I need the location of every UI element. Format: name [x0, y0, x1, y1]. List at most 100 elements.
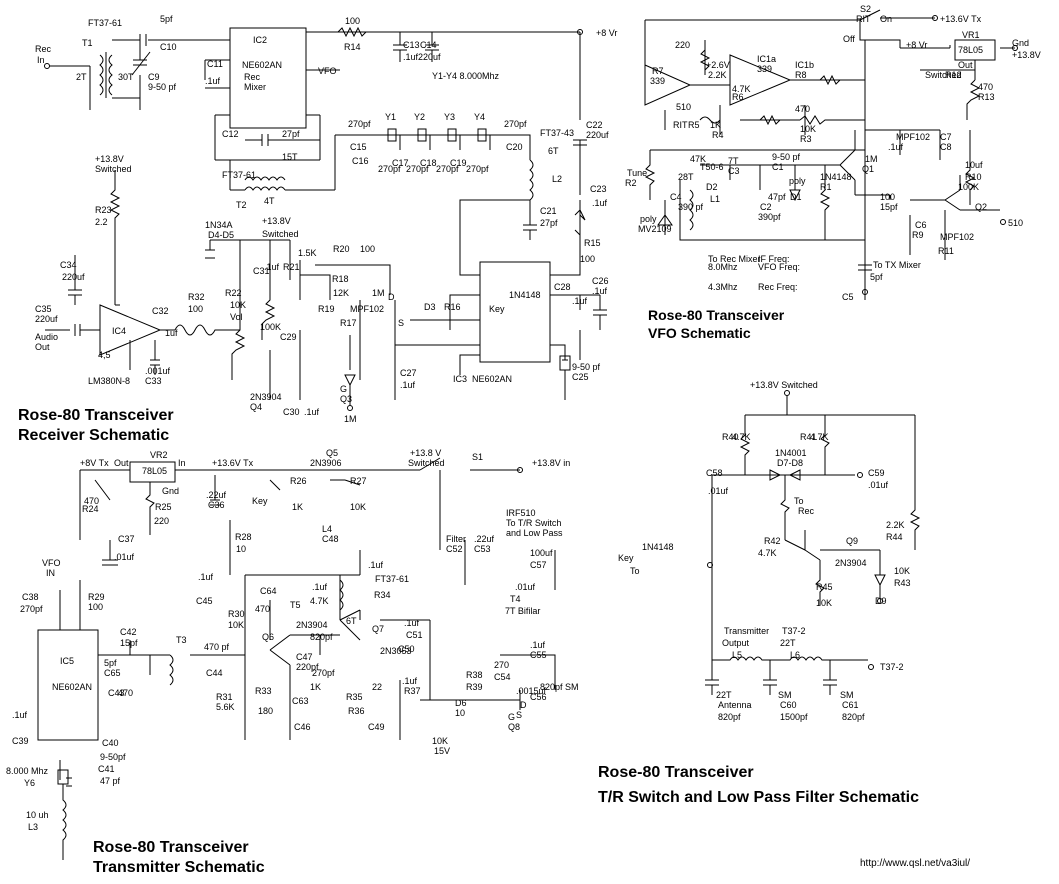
vfo-section — [644, 9, 1018, 300]
vfo-label: +13.8V — [1012, 50, 1041, 60]
tr-label: T37-2 — [880, 662, 904, 672]
rx-label: Rec — [244, 72, 261, 82]
y5-crystal — [559, 355, 571, 371]
vfo-label: 100 — [880, 192, 895, 202]
vfo-label: RIT — [673, 120, 688, 130]
tx-label: R26 — [290, 476, 307, 486]
rx-label: R23 — [95, 205, 112, 215]
ic1b-comparator — [729, 54, 792, 106]
rx-label: 100 — [580, 254, 595, 264]
tx-label: C53 — [474, 544, 491, 554]
tr-label: 1N4001 — [775, 448, 807, 458]
tx-label: Q5 — [326, 448, 338, 458]
tx-label: VR2 — [150, 450, 168, 460]
vfo-label: 10K — [800, 124, 816, 134]
rx-label: 12K — [333, 288, 349, 298]
tx-label: 820pf SM — [540, 682, 579, 692]
tx-label: C36 — [208, 500, 225, 510]
rx-label: 270pf — [406, 164, 429, 174]
trswitch-title-line2: T/R Switch and Low Pass Filter Schematic — [598, 789, 919, 806]
tr-label: R40 — [722, 432, 739, 442]
tx-label: 470 — [255, 604, 270, 614]
tx-label: +13.6V Tx — [212, 458, 254, 468]
tx-label: VFO — [42, 558, 61, 568]
rx-label: In — [37, 55, 45, 65]
tr-label: 820pf — [718, 712, 741, 722]
vfo-label: On — [880, 14, 892, 24]
tx-label: C40 — [102, 738, 119, 748]
vfo-label: C2 — [760, 202, 772, 212]
tr-label: 4.7K — [758, 548, 777, 558]
tr-label: C58 — [706, 468, 723, 478]
rx-label: Y4 — [474, 112, 485, 122]
tr-label: D7-D8 — [777, 458, 803, 468]
vfo-label: 10uf — [965, 160, 983, 170]
vfo-label: Tune — [627, 168, 647, 178]
lowpass-filter-coils — [711, 565, 868, 661]
tx-label: FT37-61 — [375, 574, 409, 584]
q7-transistor — [289, 575, 361, 740]
tx-label: T3 — [176, 635, 187, 645]
vfo-label: 1K — [710, 120, 721, 130]
rx-label: C27 — [400, 368, 417, 378]
r22-volume-pot — [231, 240, 246, 380]
tx-label: C57 — [530, 560, 547, 570]
rx-label: IC2 — [253, 35, 267, 45]
tx-label: 470 — [118, 688, 133, 698]
tx-label: 220pf — [296, 662, 319, 672]
r23-resistor — [109, 170, 121, 305]
tx-label: 270pf — [312, 668, 335, 678]
rx-label: C31 — [253, 266, 270, 276]
tx-label: R24 — [82, 504, 99, 514]
rx-label: .1uf — [264, 262, 280, 272]
rx-label: T2 — [236, 200, 247, 210]
tr-switch-section — [705, 390, 921, 695]
vfo-label: T50-6 — [700, 162, 724, 172]
rx-label: NE602AN — [242, 60, 282, 70]
tx-label: Q8 — [508, 722, 520, 732]
tx-label: 5.6K — [216, 702, 235, 712]
tx-label: R39 — [466, 682, 483, 692]
tx-label: 7T Bifilar — [505, 606, 540, 616]
vfo-label: R9 — [912, 230, 924, 240]
rx-label: C13 — [403, 40, 420, 50]
tx-label: T5 — [290, 600, 301, 610]
rx-label: C11 — [207, 59, 223, 69]
vfo-label: C8 — [940, 142, 952, 152]
tx-label: C51 — [406, 630, 423, 640]
y2-crystal — [417, 128, 427, 142]
vfo-label: 470 — [795, 104, 810, 114]
rx-label: C20 — [506, 142, 523, 152]
rx-label: C26 — [592, 276, 609, 286]
rx-label: C17 — [392, 158, 409, 168]
tx-label: 22 — [372, 682, 382, 692]
tx-label: +8V Tx — [80, 458, 109, 468]
tr-label: To — [794, 496, 804, 506]
rx-label: Mixer — [244, 82, 266, 92]
tx-label: 270 — [494, 660, 509, 670]
tx-label: In — [178, 458, 186, 468]
rx-label: 5pf — [160, 14, 173, 24]
vfo-label: 8.0Mhz — [708, 262, 738, 272]
tx-label: R31 — [216, 692, 233, 702]
tx-label: C46 — [294, 722, 311, 732]
vfo-label: IC1b — [795, 60, 814, 70]
vfo-label: C5 — [842, 292, 854, 302]
ic5-mixer — [37, 629, 99, 741]
tx-label: C45 — [196, 596, 213, 606]
vfo-label: poly — [640, 214, 657, 224]
rx-label: 30T — [118, 72, 134, 82]
rx-label: 2.2 — [95, 217, 108, 227]
rx-label: C10 — [160, 42, 177, 52]
tr-label: Q9 — [846, 536, 858, 546]
tr-label: SM — [840, 690, 854, 700]
rx-label: .1uf — [592, 198, 608, 208]
tr-label: T37-2 — [782, 626, 806, 636]
rx-label: C33 — [145, 376, 162, 386]
source-url: http://www.qsl.net/va3iul/ — [860, 858, 970, 869]
rx-label: T1 — [82, 38, 93, 48]
rx-label: .1uf — [205, 76, 221, 86]
tx-label: R35 — [346, 692, 363, 702]
vfo-title-line1: Rose-80 Transceiver — [648, 307, 785, 323]
